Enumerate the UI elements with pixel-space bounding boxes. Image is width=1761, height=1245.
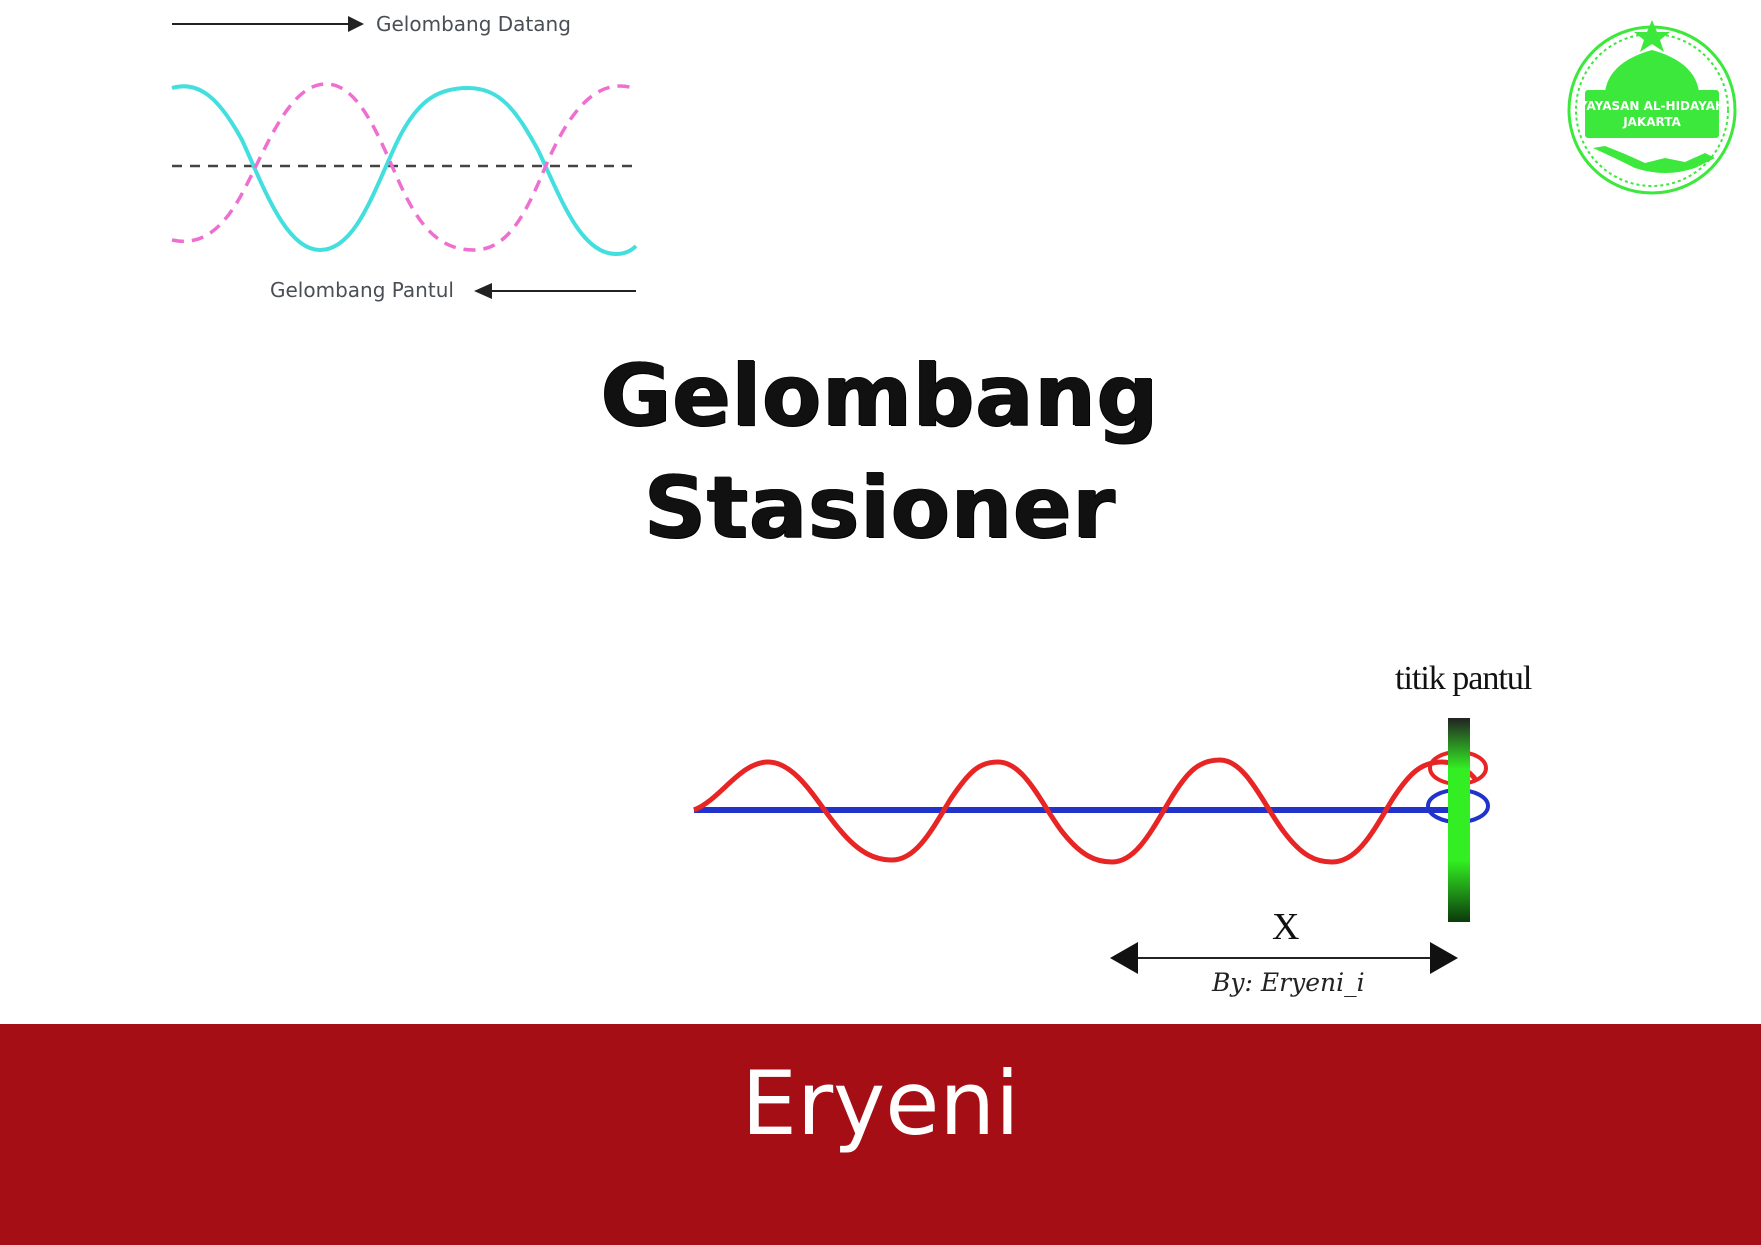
distance-arrow-right-icon <box>1430 942 1458 974</box>
incoming-arrow-head-icon <box>348 16 364 32</box>
title-line-1: Gelombang <box>600 346 1160 446</box>
author-name: Eryeni <box>741 1052 1020 1155</box>
foundation-logo-icon: YAYASAN AL-HIDAYAH JAKARTA <box>1567 20 1737 195</box>
reflected-arrow-head-icon <box>474 283 492 299</box>
svg-text:YAYASAN AL-HIDAYAH: YAYASAN AL-HIDAYAH <box>1578 99 1725 113</box>
incident-reflected-wave-diagram <box>171 16 638 299</box>
distance-arrow-left-icon <box>1110 942 1138 974</box>
title-line-2: Stasioner <box>644 458 1116 558</box>
reflection-point-label: titik pantul <box>1395 660 1532 697</box>
standing-wave-curve <box>692 757 1478 865</box>
credit-label: By: Eryeni_i <box>1212 968 1365 997</box>
reflected-wave-label: Gelombang Pantul <box>270 278 454 302</box>
reflection-post <box>1448 718 1470 922</box>
incoming-wave-label: Gelombang Datang <box>376 12 571 36</box>
slide-title: Gelombang Stasioner <box>440 340 1320 564</box>
footer-bar <box>0 1024 1761 1245</box>
standing-wave-reflection-diagram <box>692 718 1490 974</box>
distance-label: X <box>1272 906 1300 948</box>
svg-text:JAKARTA: JAKARTA <box>1622 115 1681 129</box>
reflected-wave-curve <box>171 82 638 252</box>
incoming-wave-curve <box>171 84 638 257</box>
